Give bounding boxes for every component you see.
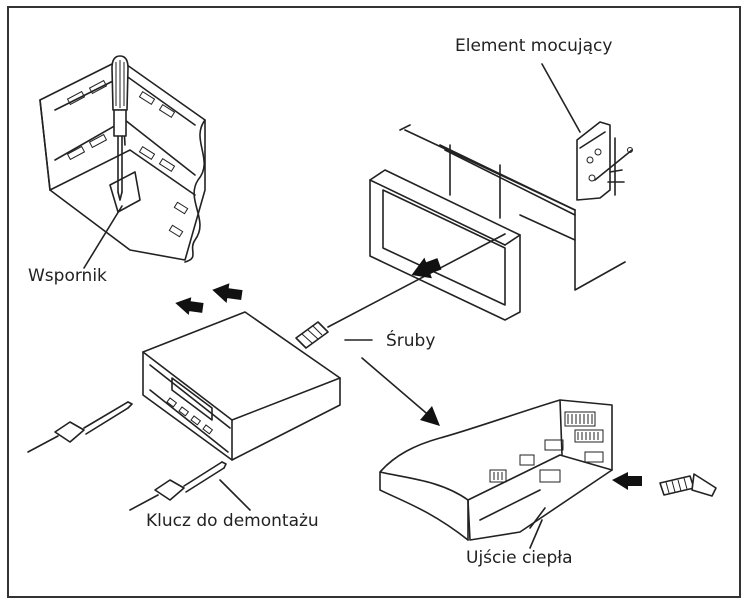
screwdriver-icon: [111, 55, 129, 201]
screw-bolt: [295, 233, 506, 349]
fastener-leader: [541, 63, 581, 133]
trim-frame: [369, 169, 521, 321]
dashboard-panel: [399, 124, 626, 291]
removal-key-leader: [219, 479, 251, 511]
heat-outlet-leader: [529, 519, 543, 549]
label-fastener: Element mocujący: [455, 36, 613, 56]
label-bracket: Wspornik: [28, 266, 107, 286]
label-screws: Śruby: [386, 331, 436, 351]
removal-key-icon: [27, 401, 133, 453]
label-removal-key: Klucz do demontażu: [146, 511, 319, 531]
view-arrow: [361, 357, 440, 426]
rear-screw: [612, 472, 717, 497]
bracket-leader: [83, 205, 123, 269]
push-arrows: [175, 257, 442, 316]
unit-back-view: [379, 399, 613, 541]
fastener-element: [576, 121, 633, 201]
label-heat-outlet: Ujście ciepła: [466, 548, 573, 568]
removal-key-icon: [129, 461, 227, 511]
radio-unit: [142, 311, 341, 461]
